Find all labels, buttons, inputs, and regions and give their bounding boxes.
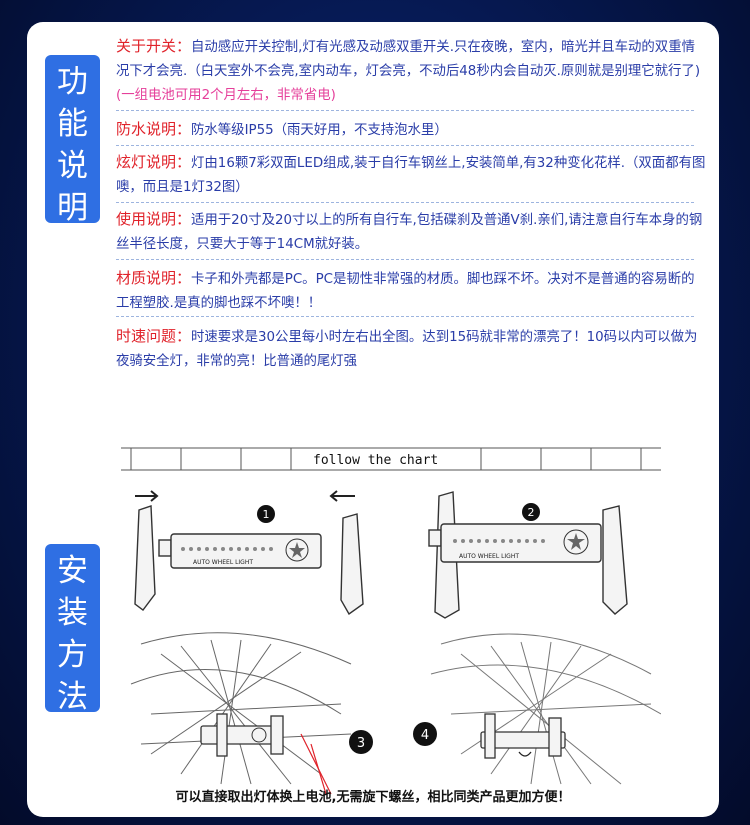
section-label: 关于开关： <box>116 37 192 55</box>
section-label: 材质说明： <box>116 269 192 287</box>
step-number: 3 <box>357 736 365 751</box>
battery-note: (一组电池可用2个月左右，非常省电) <box>116 88 336 103</box>
section-text: 防水等级IP55（雨天好用，不支持泡水里） <box>191 123 448 138</box>
tag-char: 方 <box>57 637 88 673</box>
diagram-header: follow the chart <box>313 453 438 468</box>
tag-char: 说 <box>57 148 88 184</box>
step-number: 2 <box>528 506 535 519</box>
speed-section: 时速问题：时速要求是30公里每小时左右出全图。达到15码就非常的漂亮了！10码以… <box>116 324 706 374</box>
section-text: 灯由16颗7彩双面LED组成,装于自行车钢丝上,安装简单,有32种变化花样.（双… <box>116 156 706 195</box>
step-2-illustration: AUTO WHEEL LIGHT 2 <box>428 491 628 619</box>
function-description-tag: 功 能 说 明 <box>45 55 100 226</box>
install-method-tag: 安 装 方 法 <box>45 544 100 715</box>
tag-char: 能 <box>57 106 88 142</box>
step-1-illustration: AUTO WHEEL LIGHT 1 <box>134 490 364 616</box>
step-number: 4 <box>421 728 429 743</box>
divider <box>116 202 694 203</box>
section-text: 自动感应开关控制,灯有光感及动感双重开关.只在夜晚，室内，暗光并且车动的双重情况… <box>116 40 701 79</box>
section-text: 适用于20寸及20寸以上的所有自行车,包括碟刹及普通V刹.亲们,请注意自行车本身… <box>116 213 703 252</box>
divider <box>116 259 694 260</box>
product-label: AUTO WHEEL LIGHT <box>459 553 519 560</box>
step-number: 1 <box>263 508 270 521</box>
material-section: 材质说明：卡子和外壳都是PC。PC是韧性非常强的材质。脚也踩不坏。决对不是普通的… <box>116 266 706 316</box>
product-label: AUTO WHEEL LIGHT <box>193 559 253 566</box>
step-4-illustration: 4 <box>413 633 661 785</box>
section-label: 防水说明： <box>116 120 192 138</box>
tag-char: 功 <box>57 64 88 100</box>
waterproof-section: 防水说明：防水等级IP55（雨天好用，不支持泡水里） <box>116 117 706 143</box>
switch-section: 关于开关：自动感应开关控制,灯有光感及动感双重开关.只在夜晚，室内，暗光并且车动… <box>116 34 706 108</box>
section-label: 时速问题： <box>116 327 192 345</box>
tag-char: 安 <box>57 553 88 589</box>
usage-section: 使用说明：适用于20寸及20寸以上的所有自行车,包括碟刹及普通V刹.亲们,请注意… <box>116 207 706 257</box>
battery-caption: 可以直接取出灯体换上电池,无需旋下螺丝，相比同类产品更加方便！ <box>175 790 571 805</box>
divider <box>116 145 694 146</box>
tag-char: 法 <box>57 679 88 715</box>
section-label: 使用说明： <box>116 210 192 228</box>
divider <box>116 110 694 111</box>
installation-diagram: follow the chart AUTO WHEEL LIGHT <box>121 447 661 794</box>
tag-char: 装 <box>57 595 88 631</box>
light-section: 炫灯说明：灯由16颗7彩双面LED组成,装于自行车钢丝上,安装简单,有32种变化… <box>116 150 706 200</box>
section-label: 炫灯说明： <box>116 153 192 171</box>
tag-char: 明 <box>57 190 88 226</box>
section-text: 卡子和外壳都是PC。PC是韧性非常强的材质。脚也踩不坏。决对不是普通的容易断的工… <box>116 272 695 311</box>
step-3-illustration: 3 <box>130 632 373 794</box>
divider <box>116 316 694 317</box>
section-text: 时速要求是30公里每小时左右出全图。达到15码就非常的漂亮了！10码以内可以做为… <box>116 330 698 369</box>
info-panel: 功 能 说 明 关于开关：自动感应开关控制,灯有光感及动感双重开关.只在夜晚，室… <box>27 22 719 817</box>
